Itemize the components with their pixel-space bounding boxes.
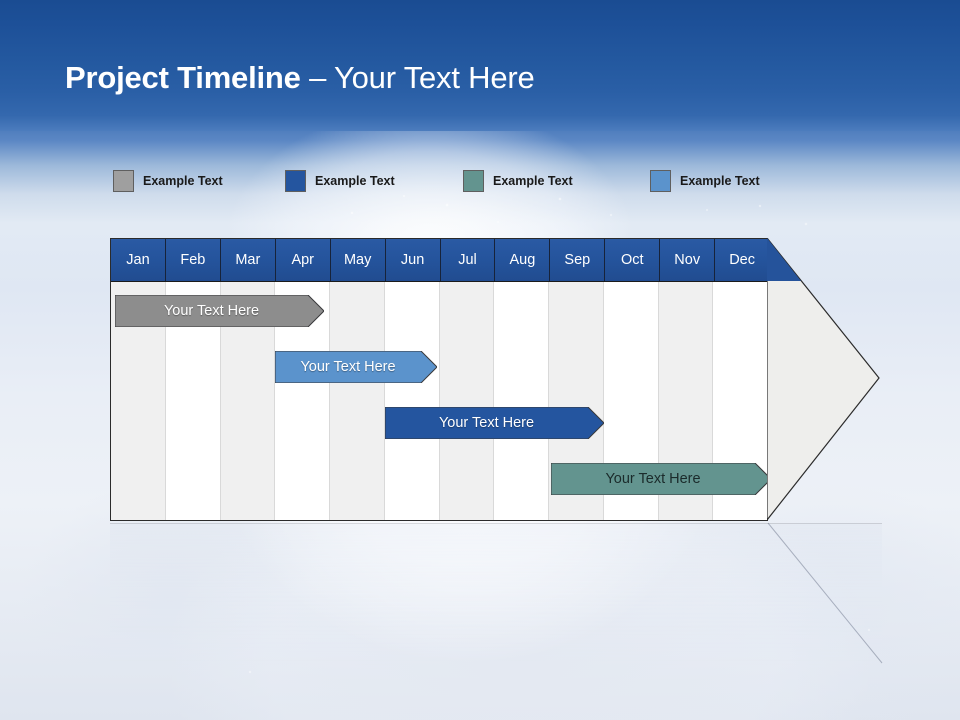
timeline-bar-1[interactable]: Your Text Here xyxy=(115,295,324,327)
legend-item-label: Example Text xyxy=(680,174,760,188)
legend-swatch-icon xyxy=(463,170,484,192)
timeline-bar-shape xyxy=(115,295,324,327)
month-header-mar[interactable]: Mar xyxy=(220,239,276,281)
month-header-jun[interactable]: Jun xyxy=(385,239,441,281)
timeline-bar-shape xyxy=(385,407,604,439)
month-header-aug[interactable]: Aug xyxy=(495,239,551,281)
legend-item-label: Example Text xyxy=(493,174,573,188)
page-title-bold: Project Timeline xyxy=(65,60,301,95)
month-header-sep[interactable]: Sep xyxy=(550,239,606,281)
timeline-bar-4[interactable]: Your Text Here xyxy=(551,463,767,495)
legend-item-label: Example Text xyxy=(143,174,223,188)
timeline-bar-label: Your Text Here xyxy=(300,359,396,375)
timeline-bar-shape xyxy=(551,463,767,495)
month-column-jan xyxy=(111,239,166,520)
month-header-nov[interactable]: Nov xyxy=(660,239,716,281)
month-header-feb[interactable]: Feb xyxy=(165,239,221,281)
timeline-bar-label: Your Text Here xyxy=(163,303,260,319)
title-band xyxy=(0,0,960,131)
month-header-may[interactable]: May xyxy=(330,239,386,281)
legend-item-label: Example Text xyxy=(315,174,395,188)
timeline-bar-shape xyxy=(275,351,437,383)
legend-item-1[interactable]: Example Text xyxy=(113,168,223,194)
month-column-jul xyxy=(439,239,495,520)
month-header-jan[interactable]: Jan xyxy=(111,239,166,281)
legend-item-4[interactable]: Example Text xyxy=(650,168,760,194)
month-column-mar xyxy=(220,239,276,520)
timeline-bar-3[interactable]: Your Text Here xyxy=(385,407,604,439)
month-column-feb xyxy=(165,239,221,520)
month-column-aug xyxy=(494,239,549,520)
timeline-bar-2[interactable]: Your Text Here xyxy=(275,351,437,383)
legend-item-2[interactable]: Example Text xyxy=(285,168,395,194)
timeline-bar-label: Your Text Here xyxy=(438,415,535,431)
legend-swatch-icon xyxy=(650,170,671,192)
legend-swatch-icon xyxy=(285,170,306,192)
month-header-jul[interactable]: Jul xyxy=(440,239,496,281)
timeline-bar-label: Your Text Here xyxy=(605,471,701,487)
month-header-apr[interactable]: Apr xyxy=(275,239,331,281)
page-title: Project Timeline – Your Text Here xyxy=(65,60,535,96)
legend-item-3[interactable]: Example Text xyxy=(463,168,573,194)
page-title-normal: – Your Text Here xyxy=(300,60,535,95)
legend-swatch-icon xyxy=(113,170,134,192)
month-header-dec[interactable]: Dec xyxy=(715,239,767,281)
month-header-oct[interactable]: Oct xyxy=(605,239,661,281)
legend: Example Text Example Text Example Text Exam… xyxy=(0,168,960,194)
